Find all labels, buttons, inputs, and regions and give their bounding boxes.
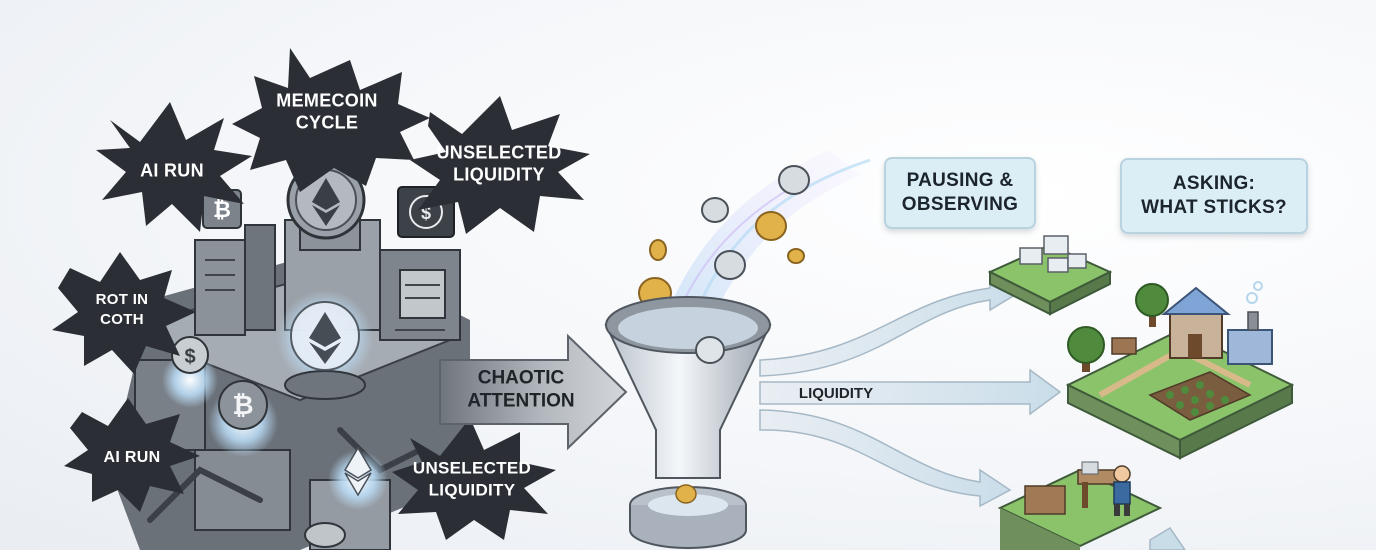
label-line: CYCLE [296,113,359,133]
label-line: MEMECOIN [276,91,377,111]
label-pausing-observing: PAUSING & OBSERVING [884,157,1036,229]
tree-icon [1068,327,1104,372]
coin-icon [702,198,728,222]
burst-label: AI RUN [104,449,161,466]
label-line: ATTENTION [467,391,574,412]
coin-icon [650,240,666,260]
label-line: CHAOTIC [478,368,565,389]
label-line: LIQUIDITY [453,165,545,185]
platform-observing [990,236,1110,314]
burst-label: AI RUN [140,161,204,181]
label-line: AI RUN [104,449,161,466]
bitcoin-icon: ₿ [219,381,267,429]
tree-icon [1136,284,1168,327]
label-line: COTH [100,311,144,328]
funnel [606,297,770,548]
liquidity-label: LIQUIDITY [799,385,873,402]
label-asking-what-sticks: ASKING: WHAT STICKS? [1120,158,1308,234]
coin-icon [779,166,809,194]
label-line: UNSELECTED [413,459,531,478]
coin-icon [715,251,745,279]
label-line: ROT IN [96,291,149,308]
house-icon [1164,282,1272,364]
svg-text:₿: ₿ [232,390,253,420]
label-line: LIQUIDITY [429,481,516,500]
coin-icon [788,249,804,263]
svg-text:$: $ [184,346,195,368]
platform-market [1000,462,1160,550]
label-line: AI RUN [140,161,204,181]
coin-icon [756,212,786,240]
label-line: UNSELECTED [436,143,561,163]
